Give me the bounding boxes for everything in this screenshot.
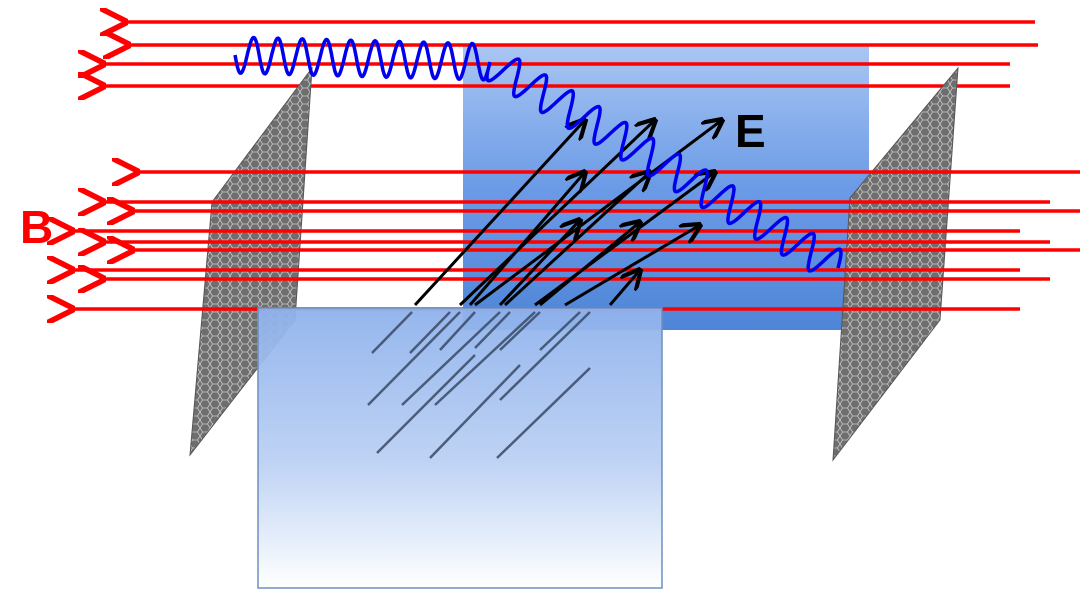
e-field-arrow (539, 222, 640, 307)
b-field-label: B (20, 201, 53, 253)
graphene-sheet-right (832, 66, 959, 462)
e-field-arrow (608, 270, 640, 306)
e-field-line-faint (371, 311, 413, 354)
e-field-line-faint (499, 311, 591, 401)
e-field-line-faint (434, 311, 536, 406)
e-field-lines-through-plate (367, 311, 591, 459)
e-field-arrow (413, 120, 585, 307)
e-field-line-faint (376, 354, 476, 454)
e-field-line-faint (499, 311, 541, 351)
e-field-arrow (474, 120, 722, 307)
e-field-arrow (468, 172, 585, 306)
e-field-line-faint (474, 311, 511, 349)
em-wave (233, 35, 843, 273)
e-field-line-faint (401, 311, 501, 406)
e-field-line-faint (496, 367, 591, 459)
e-field-line-faint (439, 311, 476, 351)
e-field-line-faint (429, 364, 521, 459)
e-field-line-faint (539, 311, 581, 351)
e-field-line-faint (409, 311, 451, 354)
e-field-arrow (498, 220, 580, 307)
e-field-line-faint (367, 311, 461, 406)
front-plate (257, 307, 663, 589)
e-field-label: E (735, 105, 766, 157)
